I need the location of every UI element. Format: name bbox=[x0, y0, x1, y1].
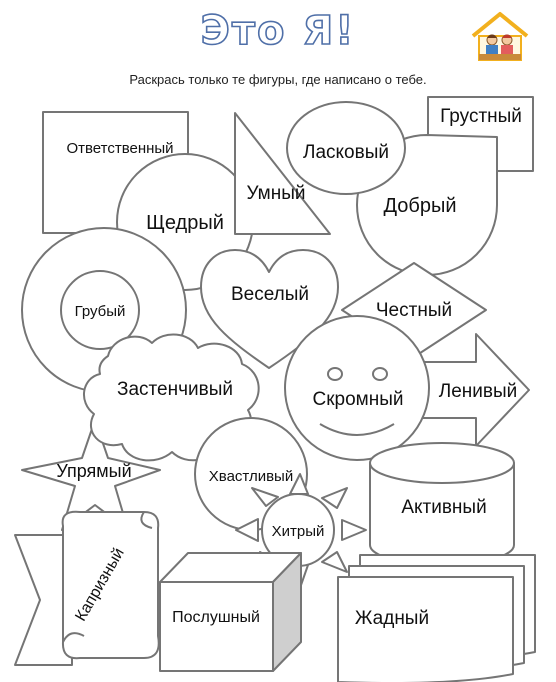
word-stubborn: Упрямый bbox=[56, 461, 131, 481]
word-responsible: Ответственный bbox=[66, 140, 173, 157]
word-generous: Щедрый bbox=[146, 212, 224, 234]
shape-active[interactable]: Активный bbox=[369, 442, 515, 566]
shape-capricious[interactable]: Капризный bbox=[14, 510, 160, 666]
word-smart: Умный bbox=[246, 183, 305, 204]
shape-shy[interactable]: Застенчивый bbox=[83, 333, 260, 462]
smiley-eye-right bbox=[372, 367, 388, 381]
shape-smart[interactable]: Умный bbox=[234, 112, 331, 235]
instruction-text: Раскрась только те фигуры, где написано … bbox=[129, 72, 427, 87]
shape-modest[interactable]: Скромный bbox=[284, 315, 430, 461]
smiley-mouth bbox=[319, 423, 395, 436]
smiley-eye-left bbox=[327, 367, 343, 381]
word-obedient: Послушный bbox=[172, 609, 260, 626]
word-shy: Застенчивый bbox=[117, 379, 233, 400]
word-rude: Грубый bbox=[75, 303, 126, 320]
shape-stubborn[interactable]: Упрямый bbox=[21, 419, 161, 531]
word-modest: Скромный bbox=[313, 389, 404, 410]
word-active: Активный bbox=[401, 497, 486, 518]
shape-obedient[interactable]: Послушный bbox=[159, 552, 302, 672]
word-sly: Хитрый bbox=[272, 523, 325, 540]
shape-greedy[interactable]: Жадный bbox=[337, 554, 536, 682]
shape-affectionate[interactable]: Ласковый bbox=[286, 101, 406, 195]
word-kind: Добрый bbox=[383, 195, 456, 217]
word-sad: Грустный bbox=[440, 106, 522, 127]
word-honest: Честный bbox=[376, 300, 452, 321]
house-with-children-icon bbox=[471, 12, 529, 61]
word-cheerful: Веселый bbox=[231, 284, 309, 305]
word-greedy: Жадный bbox=[355, 608, 429, 629]
word-lazy: Ленивый bbox=[439, 381, 518, 402]
page-title: Это Я! bbox=[200, 7, 356, 55]
word-boastful: Хвастливый bbox=[209, 468, 293, 485]
shape-sly[interactable]: Хитрый bbox=[235, 473, 367, 589]
shape-lazy[interactable]: Ленивый bbox=[419, 333, 530, 447]
word-affectionate: Ласковый bbox=[303, 142, 389, 163]
